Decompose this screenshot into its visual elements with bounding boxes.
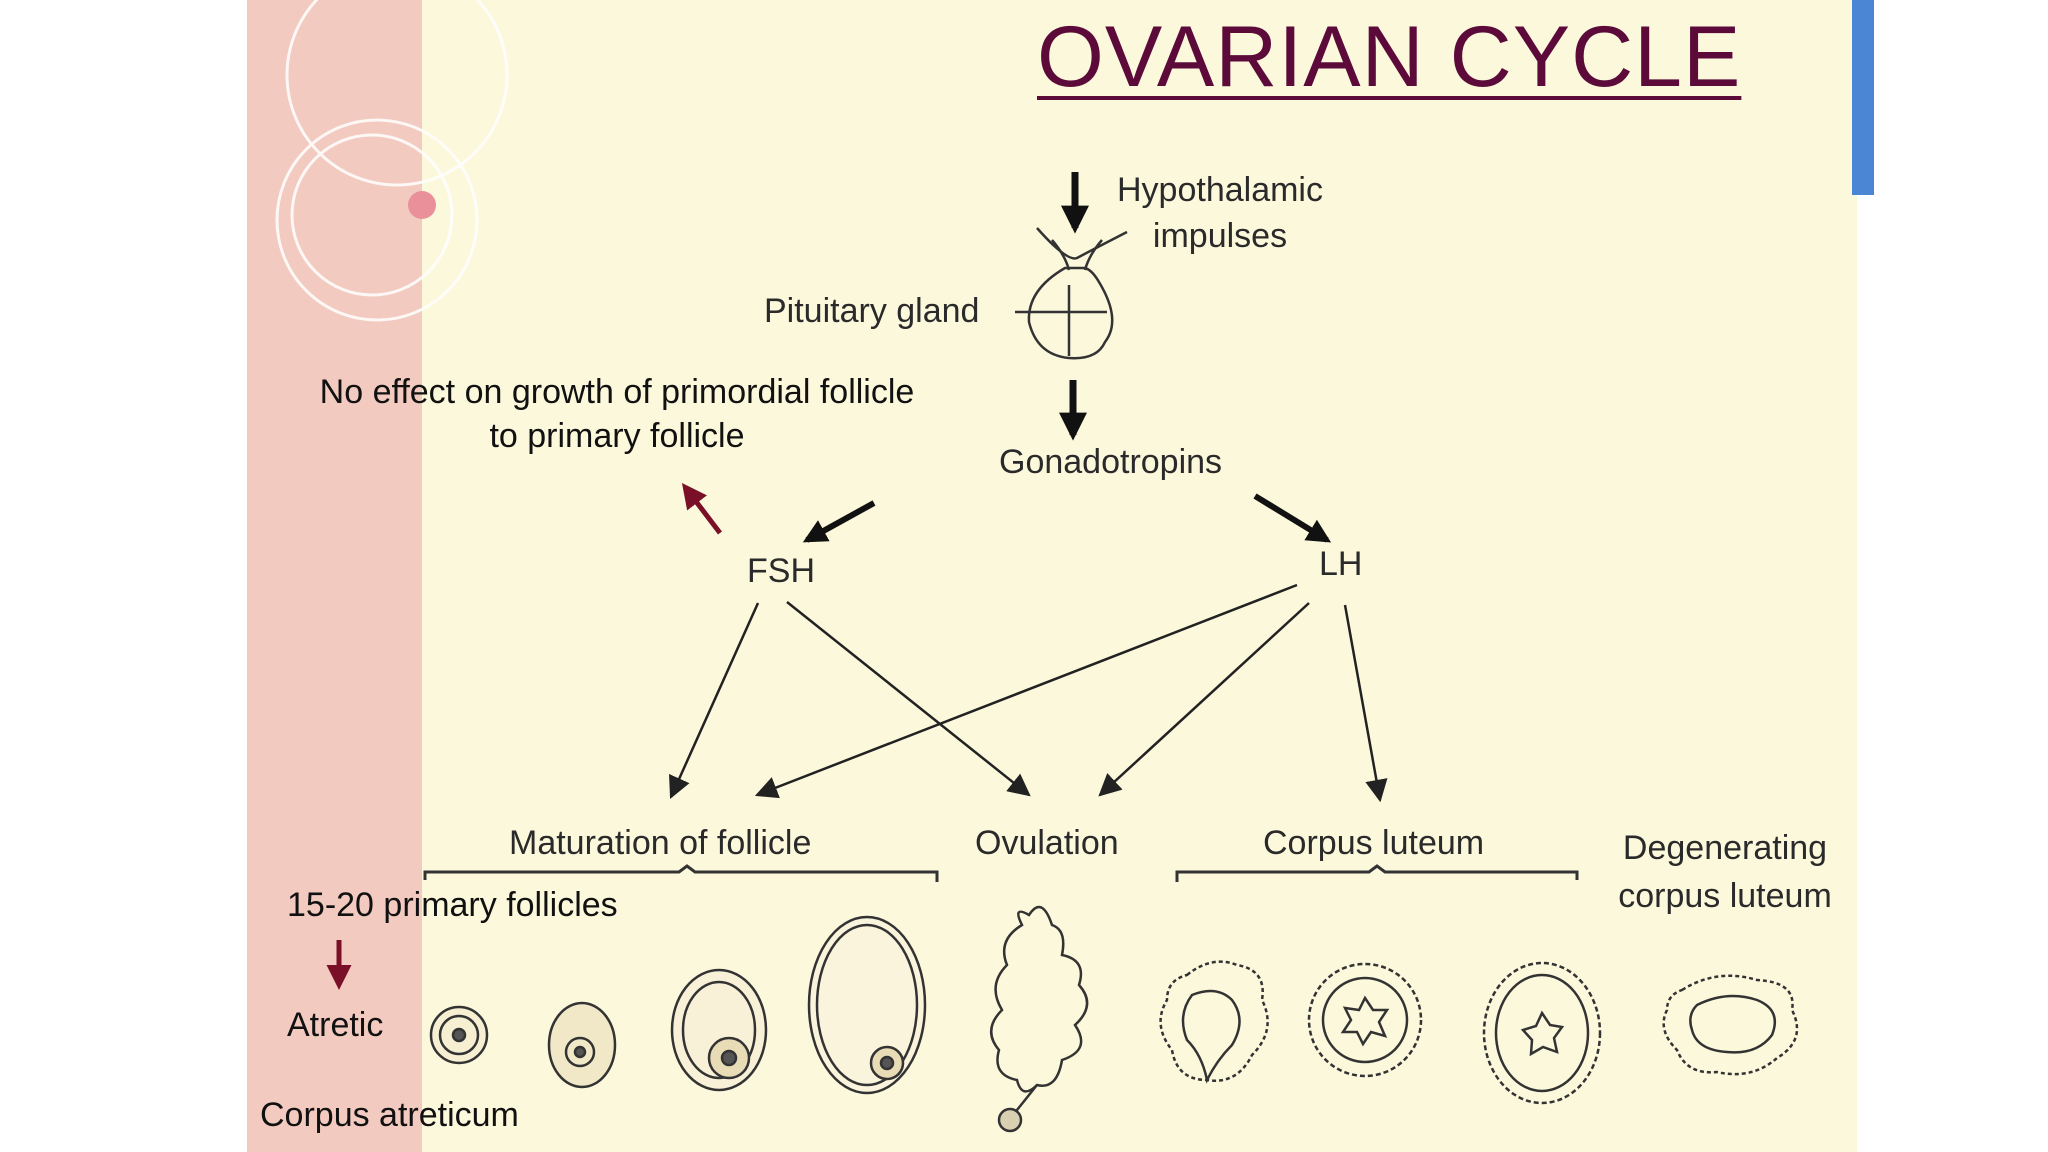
degenerating-line-1: Degenerating [1622, 829, 1828, 867]
follicle-secondary [670, 968, 768, 1092]
no-effect-line-2: to primary follicle [489, 417, 745, 455]
gonadotropins-label: Gonadotropins [999, 443, 1223, 481]
corpus-atreticum-label: Corpus atreticum [260, 1096, 519, 1134]
atretic-label: Atretic [287, 1006, 384, 1044]
hormone-effect-arrows [669, 583, 1388, 803]
hypothalamic-label: Hypothalamic impulses [1117, 167, 1323, 259]
corpus-luteum-degenerating [1662, 974, 1799, 1076]
corpus-luteum-mid [1307, 962, 1423, 1078]
side-decoration-strip [247, 0, 422, 1152]
pituitary-gland-icon [1015, 227, 1128, 360]
stage-maturation-label: Maturation of follicle [509, 824, 812, 862]
follicle-primary-1 [429, 1005, 489, 1065]
arrow-to-lh [1253, 493, 1332, 543]
stage-corpus-luteum-label: Corpus luteum [1263, 824, 1485, 862]
fsh-label: FSH [747, 552, 815, 590]
degenerating-line-2: corpus luteum [1618, 877, 1832, 915]
arrow-to-fsh [802, 500, 876, 543]
primary-follicles-label: 15-20 primary follicles [287, 886, 618, 924]
corpus-luteum-mature [1482, 961, 1602, 1105]
accent-bar [1852, 0, 1874, 195]
red-arrow-no-effect [681, 483, 722, 535]
stage-degenerating-label: Degenerating corpus luteum [1595, 824, 1855, 920]
follicle-stages [429, 905, 1799, 1133]
corpus-luteum-early [1159, 960, 1269, 1084]
hypothalamic-text: Hypothalamic impulses [1117, 171, 1323, 255]
follicle-graafian [807, 915, 927, 1095]
slide-title: OVARIAN CYCLE [1037, 9, 1742, 105]
decorative-circles [275, 0, 509, 322]
no-effect-line-1: No effect on growth of primordial follic… [319, 373, 915, 411]
stage-ovulation-label: Ovulation [975, 824, 1119, 862]
slide: OVARIAN CYCLE Hypothalamic impulses Pitu… [247, 0, 1857, 1152]
stage-brackets [423, 864, 1579, 882]
follicle-primary-2 [547, 1001, 617, 1089]
pituitary-gland-label: Pituitary gland [764, 292, 980, 330]
ovarian-cycle-diagram [275, 0, 1799, 1133]
no-effect-note: No effect on growth of primordial follic… [297, 370, 937, 458]
ovulation-follicle [990, 905, 1089, 1133]
decorative-dot [408, 191, 436, 219]
lh-label: LH [1319, 545, 1363, 583]
